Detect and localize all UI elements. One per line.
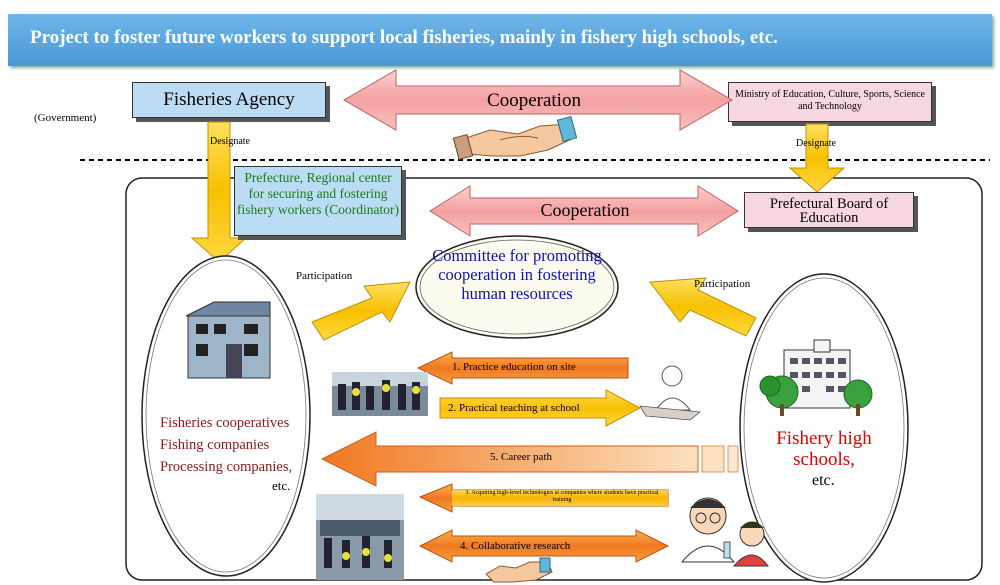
flow-3-label: 3. Acquiring high-level technologies at … — [465, 490, 659, 503]
org-etc: etc. — [272, 478, 291, 493]
prefecture-center-box: Prefecture, Regional center for securing… — [234, 166, 402, 236]
designate-arrow-left — [190, 121, 248, 263]
org-processing-companies: Processing companies, — [160, 459, 293, 475]
mid-cooperation-arrow — [429, 185, 739, 237]
schools-etc: etc. — [812, 472, 835, 489]
company-building-icon — [185, 301, 271, 379]
handshake-icon-small — [485, 557, 553, 583]
title-banner — [8, 14, 992, 66]
flow-1-label: 1. Practice education on site — [452, 361, 576, 373]
handshake-icon — [452, 115, 578, 161]
flow-2-arrow — [439, 389, 642, 427]
participation-label-left: Participation — [296, 270, 353, 282]
designate-arrow-right — [788, 123, 846, 193]
government-label: (Government) — [34, 112, 97, 124]
participation-arrow-right — [649, 277, 757, 337]
mext-label: Ministry of Education, Culture, Sports, … — [735, 89, 925, 112]
committee-ellipse — [415, 235, 619, 339]
photo-practice-site — [332, 372, 428, 416]
top-cooperation-arrow — [342, 69, 734, 131]
teacher-illustration — [639, 365, 702, 421]
local-frame — [125, 177, 983, 581]
mext-box: Ministry of Education, Culture, Sports, … — [728, 82, 932, 122]
right-ellipse — [739, 273, 909, 583]
prefectural-board-label: Prefectural Board of Education — [769, 196, 889, 226]
designate-label-left: Designate — [210, 136, 250, 147]
participation-label-right: Participation — [694, 278, 751, 290]
high-school-building-icon — [759, 339, 873, 416]
committee-label: Committee for promoting cooperation in f… — [432, 246, 602, 303]
page-title: Project to foster future workers to supp… — [30, 27, 778, 48]
left-organizations: Fisheries cooperatives Fishing companies… — [160, 412, 292, 478]
researcher-illustration — [680, 497, 769, 567]
org-fishing-companies: Fishing companies — [160, 437, 270, 453]
designate-label-right: Designate — [796, 138, 836, 149]
flow-5-arrow — [320, 431, 699, 487]
mid-cooperation-label: Cooperation — [540, 200, 630, 220]
flow-4-label: 4. Collaborative research — [460, 540, 571, 552]
org-fisheries-cooperatives: Fisheries cooperatives — [160, 415, 290, 431]
participation-arrow-left — [311, 281, 411, 341]
fishery-high-schools-label: Fishery high schools, — [776, 428, 872, 470]
prefecture-center-label: Prefecture, Regional center for securing… — [237, 170, 399, 217]
top-cooperation-label: Cooperation — [487, 90, 581, 111]
flow-1-arrow — [416, 351, 629, 385]
flow-2-label: 2. Practical teaching at school — [448, 402, 580, 414]
flow-4-arrow — [418, 529, 670, 563]
fisheries-agency-label: Fisheries Agency — [163, 89, 295, 110]
fisheries-agency-box: Fisheries Agency — [132, 82, 326, 118]
prefectural-board-box: Prefectural Board of Education — [744, 192, 914, 228]
flow-5-label: 5. Career path — [490, 451, 552, 463]
photo-technology-training — [316, 494, 404, 580]
